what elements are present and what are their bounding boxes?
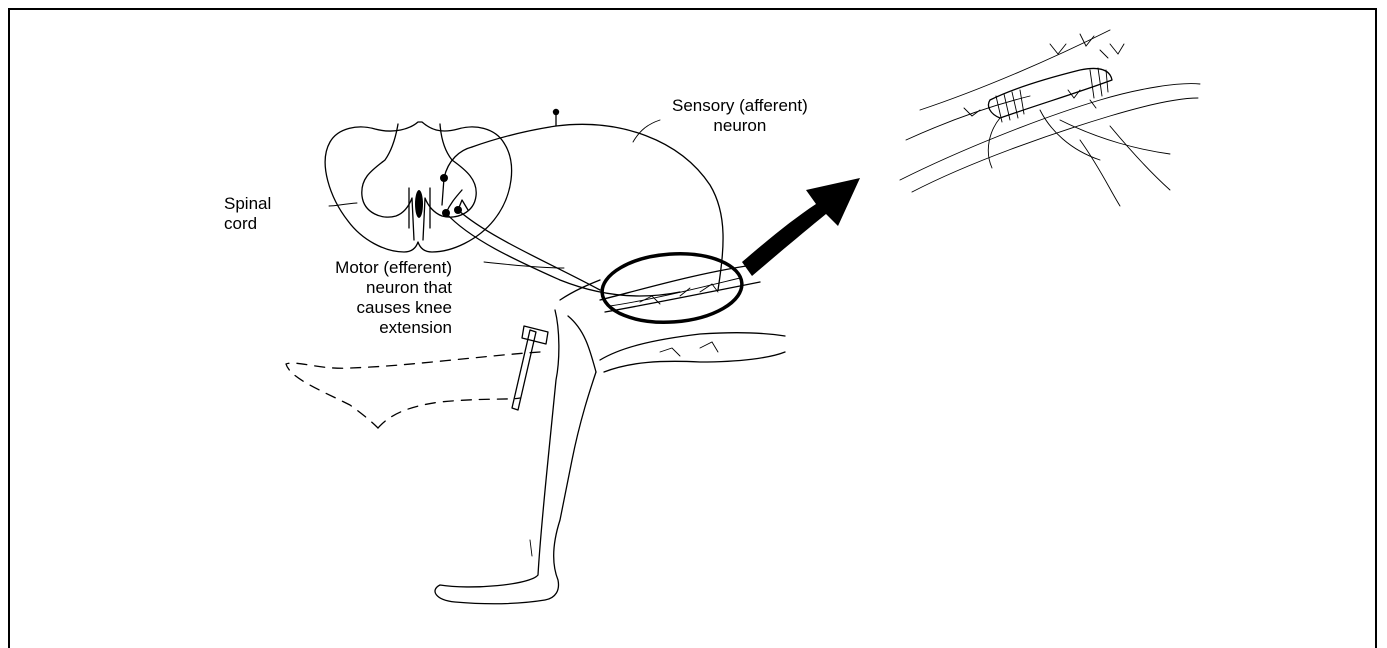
sensory-neuron-label: Sensory (afferent) neuron [672,96,808,136]
motor-label-line-3: causes knee [272,298,452,318]
sensory-label-line-1: Sensory (afferent) [672,96,808,116]
zoom-arrow [742,178,860,276]
reflex-hammer [512,326,548,410]
sensory-label-line-2: neuron [672,116,808,136]
extended-leg-dashed [286,352,540,428]
leg-outline [435,280,785,604]
motor-label-line-4: extension [272,318,452,338]
spinal-cord-label: Spinal cord [224,194,271,234]
motor-label-line-1: Motor (efferent) [272,258,452,278]
cord-neurons [440,147,472,217]
motor-neuron-pathway [446,210,680,296]
quadriceps-muscle [600,249,760,327]
spinal-cord-cross-section [325,122,511,252]
muscle-spindle-inset [900,30,1200,206]
spinal-label-line-2: cord [224,214,271,234]
spinal-label-line-1: Spinal [224,194,271,214]
motor-label-line-2: neuron that [272,278,452,298]
motor-neuron-label: Motor (efferent) neuron that causes knee… [272,258,452,338]
